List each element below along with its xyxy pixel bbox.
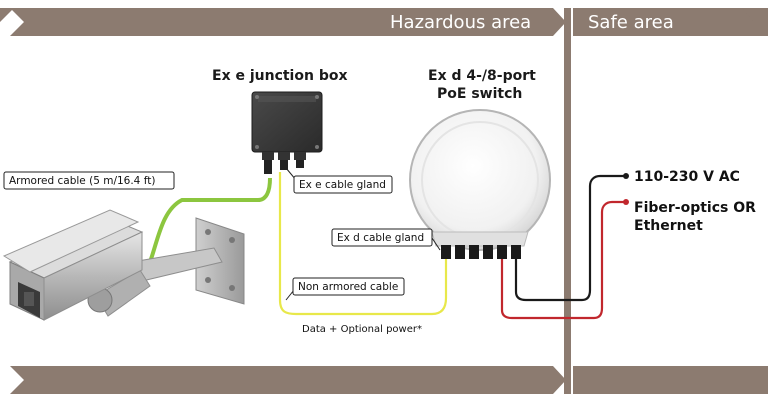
power-connection-dot xyxy=(623,173,629,179)
data-power-label: Data + Optional power* xyxy=(302,324,422,335)
ex-e-gland-label: Ex e cable gland xyxy=(299,179,386,191)
zone-divider xyxy=(564,8,571,394)
junction-box xyxy=(251,91,323,174)
ex-d-gland-label: Ex d cable gland xyxy=(337,232,424,244)
power-label: 110-230 V AC xyxy=(634,169,740,185)
switch-title-line1: Ex d 4-/8-port xyxy=(428,68,536,84)
safe-area-label: Safe area xyxy=(588,12,674,33)
bottom-band xyxy=(10,366,768,394)
ex-e-cable-glands xyxy=(262,152,306,174)
hazardous-area-label: Hazardous area xyxy=(390,12,531,33)
fiber-label-line1: Fiber-optics OR xyxy=(634,200,756,216)
top-band: Hazardous area Safe area xyxy=(0,8,768,36)
hazardous-band xyxy=(10,8,566,36)
callout-non-armored: Non armored cable xyxy=(285,277,405,301)
callout-armored-cable: Armored cable (5 m/16.4 ft) xyxy=(3,171,175,190)
non-armored-label: Non armored cable xyxy=(298,281,398,293)
safe-band xyxy=(573,8,768,36)
non-armored-cable xyxy=(278,172,448,316)
poe-switch xyxy=(409,109,551,259)
armored-cable-label: Armored cable (5 m/16.4 ft) xyxy=(9,175,155,187)
armored-cable xyxy=(148,177,272,263)
power-cable xyxy=(514,174,624,302)
ex-d-cable-glands xyxy=(441,245,521,259)
callout-ex-e-gland: Ex e cable gland xyxy=(285,167,393,194)
camera-illustration xyxy=(2,209,245,321)
junction-box-title: Ex e junction box xyxy=(212,68,348,84)
fiber-connection-dot xyxy=(623,199,629,205)
fiber-label-line2: Ethernet xyxy=(634,218,703,234)
fiber-cable xyxy=(500,200,624,320)
callout-ex-d-gland: Ex d cable gland xyxy=(331,228,441,251)
switch-title-line2: PoE switch xyxy=(437,86,522,102)
